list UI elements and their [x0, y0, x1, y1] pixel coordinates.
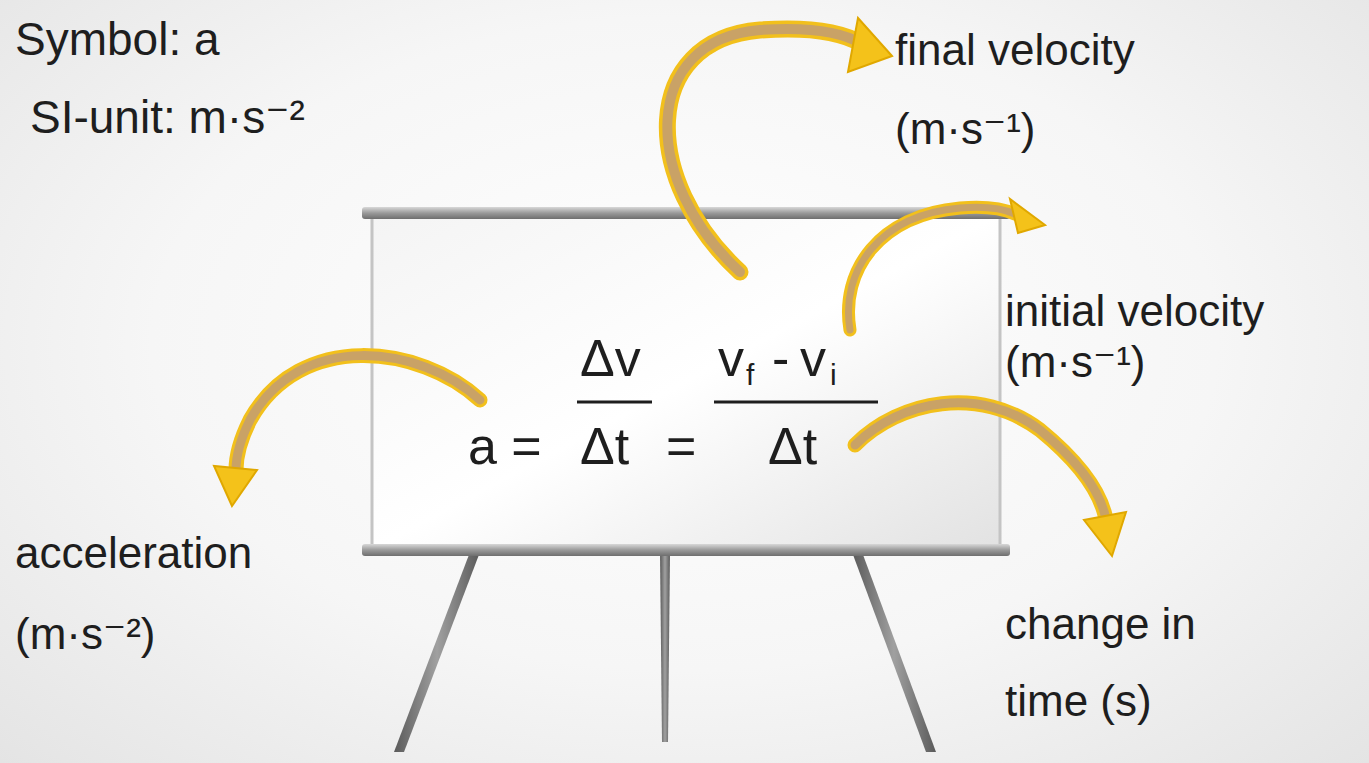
formula-term: -: [772, 332, 789, 384]
formula-term: =: [666, 420, 696, 472]
symbol-label: Symbol: a: [15, 12, 415, 67]
formula-subscript: i: [830, 360, 837, 390]
pointer-arrow: [214, 356, 480, 506]
easel-leg: [660, 552, 670, 742]
formula-term: v: [718, 332, 744, 384]
easel-leg: [852, 552, 936, 752]
callout-label: initial velocity (m·s⁻¹): [1005, 286, 1355, 387]
formula-term: Δt: [768, 420, 817, 472]
fraction-bar: [577, 401, 652, 404]
pointer-arrow: [667, 18, 892, 272]
pointer-arrow: [855, 403, 1126, 556]
formula-subscript: f: [746, 360, 754, 390]
unit-label: SI-unit: m·s⁻²: [30, 90, 450, 145]
formula-term: Δt: [580, 420, 629, 472]
callout-label: change in time (s): [1005, 585, 1245, 739]
fraction-bar: [714, 401, 878, 404]
formula-term: a =: [468, 420, 542, 472]
callout-label: acceleration (m·s⁻²): [15, 512, 315, 675]
board-bottom-bar: [362, 544, 1010, 556]
formula-term: Δv: [580, 332, 641, 384]
callout-label: final velocity (m·s⁻¹): [895, 10, 1225, 168]
formula-term: v: [800, 332, 826, 384]
easel-leg: [394, 552, 480, 752]
